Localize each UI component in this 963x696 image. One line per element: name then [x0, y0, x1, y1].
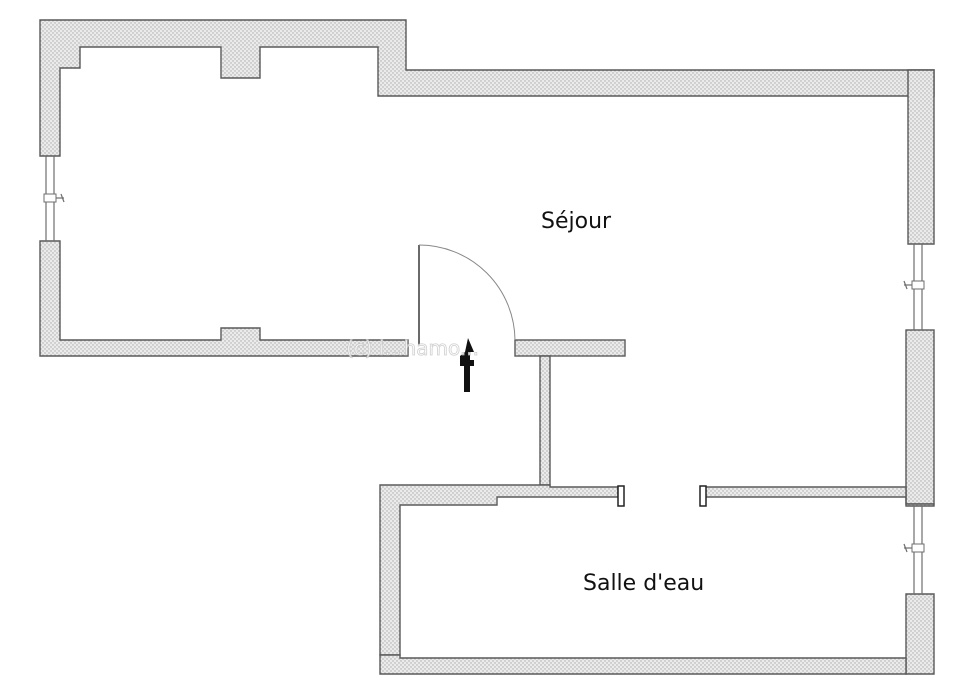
sejour-walls — [39, 19, 935, 505]
window-right-upper — [903, 244, 925, 330]
wall-bath-top-left — [379, 484, 619, 656]
window-right-lower — [903, 506, 925, 594]
wall-bottom — [379, 654, 907, 675]
watermark-text: (c) i...hamo... — [346, 336, 479, 360]
wall-left-lower — [39, 240, 409, 357]
room-label-sejour: Séjour — [541, 209, 612, 234]
door-jamb-right — [699, 485, 707, 507]
door-swing — [418, 244, 516, 345]
room-label-salle-eau: Salle d'eau — [583, 571, 704, 596]
wall-right-lower — [905, 593, 935, 675]
wall-partition-vertical — [539, 355, 551, 486]
wall-top-left — [39, 19, 935, 157]
north-arrow-icon — [460, 338, 474, 392]
wall-door-right — [514, 339, 626, 357]
wall-right-upper — [907, 69, 935, 245]
wall-right-middle — [905, 329, 935, 505]
salle-eau-walls — [379, 484, 935, 675]
wall-bath-top-right — [703, 486, 935, 507]
door-jamb-left — [617, 485, 625, 507]
window-left — [43, 156, 65, 241]
